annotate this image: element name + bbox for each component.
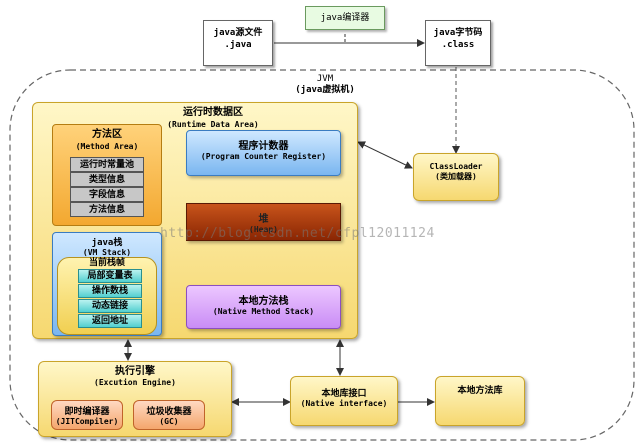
- compiler-note: java编译器: [305, 6, 385, 30]
- method-area-title: 方法区: [92, 129, 122, 140]
- java-stack-title: java栈: [91, 238, 123, 248]
- java-stack-subtitle: (VM Stack): [82, 248, 132, 257]
- frame-item-0: 局部变量表: [78, 269, 142, 283]
- native-interface: 本地库接口 (Native interface): [290, 376, 398, 426]
- bytecode-line1: java字节码: [433, 28, 483, 38]
- native-interface-subtitle: (Native interface): [300, 399, 388, 408]
- runtime-subtitle: (Runtime Data Area): [167, 120, 259, 129]
- bytecode-line2: .class: [441, 40, 475, 50]
- frame-item-2: 动态链接: [78, 299, 142, 313]
- java-stack: java栈 (VM Stack) 当前栈帧 局部变量表 操作数栈 动态链接 返回…: [52, 232, 162, 336]
- execution-engine: 执行引擎 (Excution Engine) 即时编译器 (JITCompile…: [38, 361, 232, 437]
- pc-title: 程序计数器: [238, 141, 289, 152]
- method-area: 方法区 (Method Area) 运行时常量池 类型信息 字段信息 方法信息: [52, 124, 162, 226]
- engine-subtitle: (Excution Engine): [94, 378, 176, 387]
- jit-title: 即时编译器: [64, 407, 110, 417]
- java-bytecode-file: java字节码 .class: [425, 20, 491, 66]
- native-method-library: 本地方法库: [435, 376, 525, 426]
- frame-title: 当前栈帧: [88, 258, 125, 268]
- native-library-title: 本地方法库: [457, 386, 503, 396]
- native-interface-title: 本地库接口: [321, 389, 367, 399]
- current-stack-frame: 当前栈帧 局部变量表 操作数栈 动态链接 返回地址: [57, 257, 157, 335]
- jit-compiler: 即时编译器 (JITCompiler): [51, 400, 123, 430]
- heap: 堆 (Heap): [186, 203, 341, 241]
- method-item-2: 字段信息: [70, 187, 144, 202]
- heap-subtitle: (Heap): [249, 225, 278, 234]
- source-file-line2: .java: [224, 40, 252, 50]
- classloader-title: ClassLoader: [429, 162, 483, 171]
- method-area-subtitle: (Method Area): [75, 142, 139, 151]
- engine-title: 执行引擎: [115, 366, 155, 377]
- program-counter-register: 程序计数器 (Program Counter Register): [186, 130, 341, 176]
- compiler-note-label: java编译器: [320, 13, 370, 23]
- runtime-title: 运行时数据区: [183, 107, 243, 118]
- jvm-boundary: [9, 69, 635, 441]
- method-item-1: 类型信息: [70, 172, 144, 187]
- frame-item-1: 操作数栈: [78, 284, 142, 298]
- jvm-subtitle: (java虚拟机): [295, 85, 355, 95]
- method-item-0: 运行时常量池: [70, 157, 144, 172]
- java-source-file: java源文件 .java: [203, 20, 273, 66]
- source-file-line1: java源文件: [213, 28, 263, 38]
- method-item-3: 方法信息: [70, 202, 144, 217]
- classloader: ClassLoader (类加载器): [413, 153, 499, 201]
- watermark: http://blog.csdn.net/cfpl12011124: [160, 226, 435, 241]
- heap-title: 堆: [258, 214, 269, 225]
- gc-subtitle: (GC): [159, 417, 179, 426]
- native-stack-subtitle: (Native Method Stack): [212, 307, 315, 316]
- classloader-subtitle: (类加载器): [435, 172, 477, 181]
- native-stack-title: 本地方法栈: [238, 296, 289, 307]
- jit-subtitle: (JITCompiler): [55, 417, 119, 426]
- gc-title: 垃圾收集器: [146, 407, 192, 417]
- pc-subtitle: (Program Counter Register): [200, 152, 327, 161]
- frame-item-3: 返回地址: [78, 314, 142, 328]
- jvm-title: JVM: [316, 74, 334, 84]
- jvm-label: JVM (java虚拟机): [280, 74, 370, 96]
- native-method-stack: 本地方法栈 (Native Method Stack): [186, 285, 341, 329]
- garbage-collector: 垃圾收集器 (GC): [133, 400, 205, 430]
